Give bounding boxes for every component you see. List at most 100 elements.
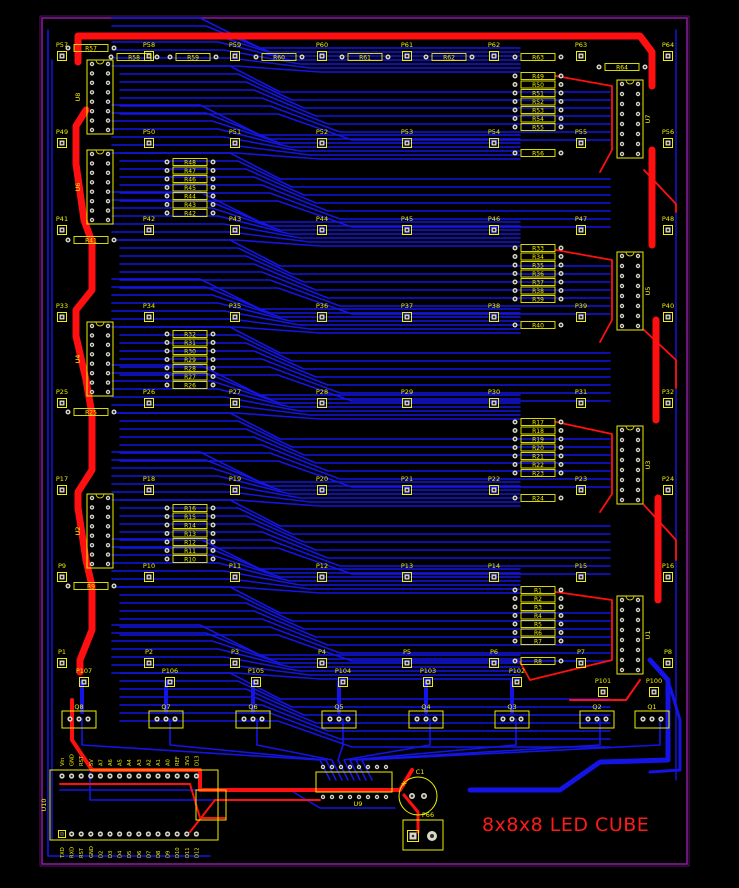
pad-P105	[251, 677, 261, 687]
pad-hole	[637, 255, 639, 257]
pad-hole	[559, 108, 563, 112]
transistor-trace	[361, 718, 661, 781]
pad-hole	[621, 255, 623, 257]
pad-hole	[405, 488, 409, 492]
pad-P22	[489, 485, 499, 495]
resistor-label: R5	[534, 621, 542, 628]
pad-P13	[402, 572, 412, 582]
signal-top	[59, 783, 226, 819]
pad-P103	[423, 677, 433, 687]
signal-trace	[119, 594, 611, 622]
pad-hole	[621, 469, 623, 471]
pad-hole	[233, 315, 237, 319]
resistor-R24	[520, 494, 556, 502]
pad-hole	[559, 280, 563, 284]
signal-trace	[119, 358, 611, 386]
pad-hole	[621, 499, 623, 501]
arduino-pin-label: A2	[146, 759, 152, 766]
pad-hole	[513, 100, 517, 103]
pad-hole	[211, 332, 215, 336]
resistor-R2	[520, 594, 556, 603]
pad-hole	[358, 796, 360, 798]
resistor-label: R56	[532, 150, 544, 157]
pad-P1	[57, 658, 67, 668]
pad-hole	[70, 774, 73, 778]
pad-hole	[513, 151, 517, 155]
pad-hole	[559, 272, 563, 275]
signal-trace	[119, 81, 611, 109]
arduino-pin-label: A6	[108, 759, 114, 766]
pad-hole	[165, 177, 169, 181]
signal-trace	[111, 286, 521, 314]
pad-hole	[637, 113, 639, 115]
pad-P25	[57, 398, 67, 408]
pad-hole	[559, 631, 563, 634]
pad-hole	[91, 91, 93, 94]
pad-label-P60: P60	[316, 41, 328, 49]
chip-U4	[86, 321, 114, 397]
pad-hole	[559, 117, 563, 120]
pad-hole	[349, 796, 351, 798]
pad-label-P6: P6	[490, 648, 498, 656]
pad-hole	[242, 717, 246, 721]
pad-hole	[60, 141, 64, 145]
pad-hole	[641, 717, 645, 721]
pad-hole	[320, 401, 324, 405]
pad-hole	[147, 661, 151, 665]
pad-label-P50: P50	[143, 128, 155, 136]
pad-hole	[637, 93, 639, 95]
resistor-R28	[172, 364, 208, 372]
pad-P26	[144, 398, 154, 408]
pad-hole	[666, 575, 670, 579]
power-pad-1	[407, 830, 419, 842]
pad-hole	[513, 55, 517, 59]
resistor-label: R2	[534, 596, 542, 603]
pad-hole	[233, 661, 237, 665]
resistor-R64	[604, 63, 640, 71]
pad-hole	[621, 639, 623, 641]
signal-top	[519, 591, 613, 681]
pad-hole	[637, 315, 639, 317]
resistor-R38	[520, 286, 556, 295]
pad-label-P107: P107	[76, 667, 92, 675]
pad-hole	[233, 488, 237, 492]
arduino-pin-label: RXD	[70, 847, 76, 858]
power-trace	[76, 582, 96, 676]
pad-P30	[489, 398, 499, 408]
pad-hole	[579, 141, 583, 145]
pad-hole	[211, 515, 215, 518]
pad-hole	[559, 263, 563, 267]
pad-hole	[666, 141, 670, 145]
pad-hole	[513, 280, 517, 284]
pad-hole	[107, 219, 109, 221]
pad-hole	[107, 506, 109, 509]
pad-hole	[91, 515, 93, 518]
chip-notch	[95, 321, 105, 327]
signal-trace	[111, 640, 521, 664]
pad-hole	[621, 479, 623, 481]
pad-label-P43: P43	[229, 215, 241, 223]
pad-P16	[663, 572, 673, 582]
pad-hole	[621, 83, 623, 85]
cap-label: C1	[416, 768, 425, 776]
pad-hole	[559, 437, 563, 441]
pad-hole	[107, 381, 109, 384]
pad-hole	[386, 55, 390, 59]
resistor-R47	[172, 166, 208, 175]
signal-trace	[119, 531, 611, 559]
pad-label-P32: P32	[662, 388, 674, 396]
pad-hole	[91, 343, 93, 346]
cap-polarity: +	[401, 779, 408, 788]
resistor-R42	[172, 209, 208, 217]
pad-hole	[513, 471, 517, 475]
pad-hole	[637, 659, 639, 661]
resistor-label: R41	[85, 237, 97, 244]
pad-P5	[402, 658, 412, 668]
pad-hole	[91, 110, 93, 113]
pad-hole	[147, 401, 151, 405]
resistor-label: R62	[443, 54, 455, 61]
pad-hole	[666, 488, 670, 492]
resistor-label: R35	[532, 262, 544, 269]
resistor-label: R45	[184, 185, 196, 192]
